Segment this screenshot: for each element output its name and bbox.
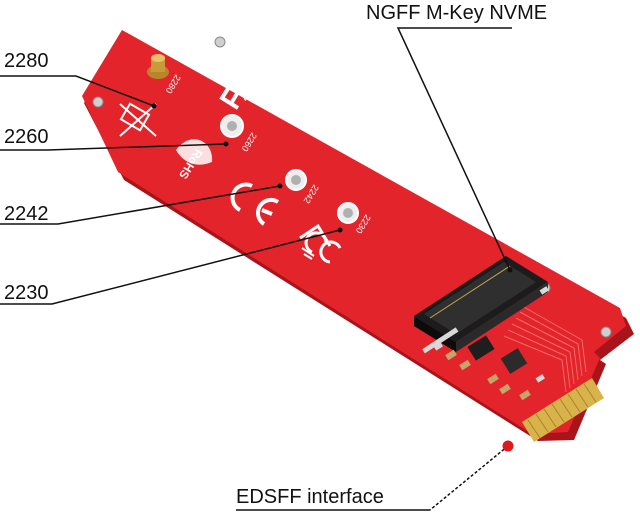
pcb [82, 30, 626, 434]
edsff-marker-dot [502, 440, 514, 452]
fcc-mark-icon [299, 223, 342, 264]
callout-edsff-line [429, 445, 509, 511]
mount-hole-bottom-right [600, 326, 612, 338]
adapter-board: SI-037 2280 2260 2242 2230 RoHS [82, 30, 634, 442]
edsff-gold-fingers [522, 378, 604, 442]
callout-dots [151, 103, 513, 273]
callout-2242-dot [277, 183, 283, 189]
pcb-traces [503, 305, 587, 393]
label-2230: 2230 [4, 282, 49, 304]
callout-2260-dot [223, 141, 229, 147]
callout-2242-line [0, 185, 281, 225]
mount-hole-bottom-left [92, 96, 104, 108]
weee-bin-icon [119, 102, 157, 137]
m2-connector [414, 256, 548, 352]
smd-components [433, 286, 549, 401]
label-ngff-nvme: NGFF M-Key NVME [366, 2, 548, 24]
ce-mark-icon [230, 182, 280, 226]
callout-2280-dot [151, 103, 157, 109]
label-2242: 2242 [4, 203, 49, 225]
callout-nvme-line [396, 27, 512, 271]
standoff-hole-2230 [337, 202, 359, 224]
standoff-hole-2242 [285, 169, 307, 191]
label-2260: 2260 [4, 126, 49, 148]
mount-hole-top-left [214, 36, 226, 48]
callout-2260-line [0, 143, 227, 151]
callout-2280-line [0, 75, 155, 107]
callout-lines [0, 27, 512, 511]
callout-2230-dot [337, 227, 343, 233]
ground-symbol-icon [301, 247, 315, 260]
standoff-2280 [147, 54, 169, 79]
connector-pads [422, 327, 459, 354]
callout-nvme-dot [507, 267, 513, 273]
callout-2230-line [0, 229, 341, 305]
label-2280: 2280 [4, 50, 49, 72]
label-edsff-interface: EDSFF interface [236, 486, 384, 508]
brand-logo-icon [219, 74, 246, 110]
standoff-hole-2260 [220, 114, 244, 138]
